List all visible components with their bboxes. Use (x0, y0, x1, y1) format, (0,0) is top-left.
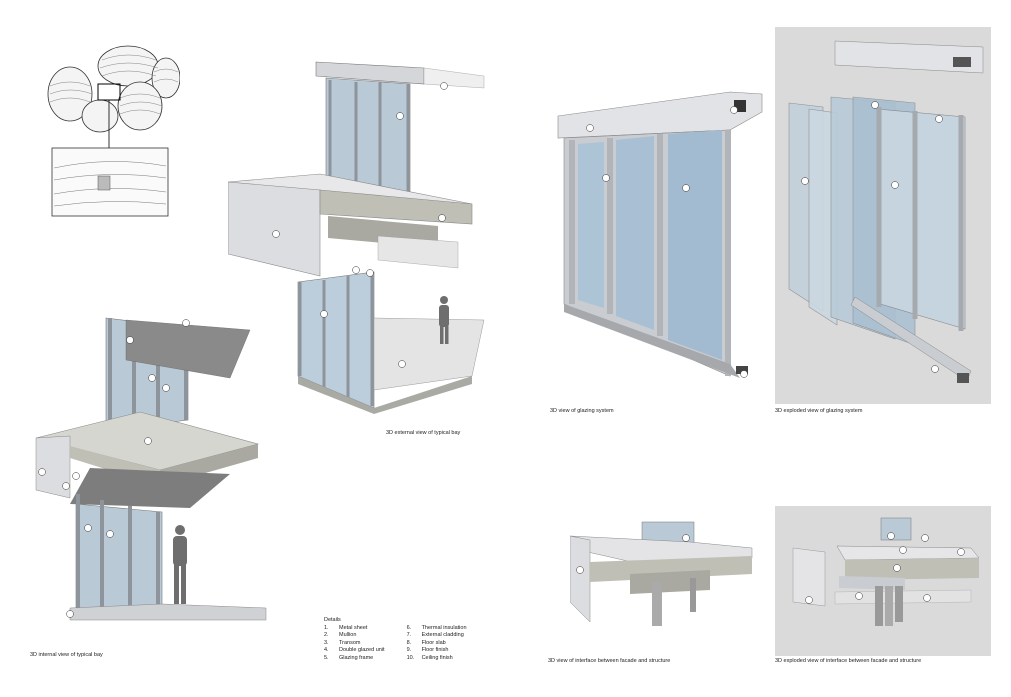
detail-item: 4.Double glazed unit (324, 647, 385, 654)
external-bay-view: 3D external view of typical bay (228, 58, 490, 436)
details-column-1: 1.Metal sheet 2.Mullion 3.Transom 4.Doub… (324, 625, 385, 663)
interface-view: 3D view of interface between facade and … (548, 518, 760, 664)
detail-item: 3.Transom (324, 639, 361, 646)
details-title: Details (324, 617, 341, 623)
caption-external-bay: 3D external view of typical bay (386, 430, 461, 436)
caption-exploded-interface: 3D exploded view of interface between fa… (775, 658, 922, 664)
caption-exploded-glazing: 3D exploded view of glazing system (775, 408, 863, 414)
detail-item: 1.Metal sheet (324, 624, 368, 631)
caption-interface: 3D view of interface between facade and … (548, 658, 671, 664)
detail-item: 10.Ceiling finish (406, 654, 453, 661)
exploded-interface-view: 3D exploded view of interface between fa… (775, 506, 991, 664)
detail-item: 5.Glazing frame (324, 654, 374, 661)
detail-item: 6.Thermal insulation (406, 624, 467, 631)
exploded-glazing-view: 3D exploded view of glazing system (775, 27, 991, 414)
internal-bay-view: 3D internal view of typical bay (30, 308, 270, 658)
details-column-2: 6.Thermal insulation 7.External cladding… (407, 625, 467, 663)
detail-item: 8.Floor slab (406, 639, 446, 646)
caption-glazing-system: 3D view of glazing system (550, 408, 614, 414)
caption-internal-bay: 3D internal view of typical bay (30, 652, 103, 658)
key-plan-sketch (40, 38, 180, 220)
glazing-system-view: 3D view of glazing system (550, 86, 768, 414)
detail-item: 2.Mullion (324, 632, 357, 639)
details-legend: Details 1.Metal sheet 2.Mullion 3.Transo… (324, 617, 467, 663)
detail-item: 9.Floor finish (406, 647, 449, 654)
detail-item: 7.External cladding (406, 632, 464, 639)
